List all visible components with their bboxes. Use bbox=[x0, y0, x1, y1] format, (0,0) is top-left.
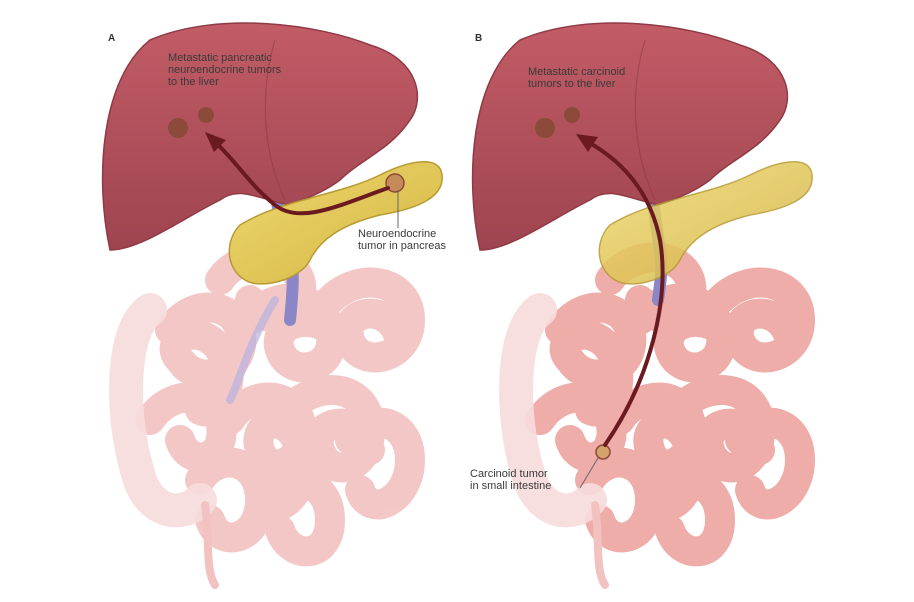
colon-a bbox=[109, 293, 217, 528]
small-intestine-b bbox=[525, 242, 815, 567]
pancreas-a bbox=[228, 161, 443, 285]
primary-tumor-label-a: Neuroendocrine tumor in pancreas bbox=[358, 228, 447, 252]
metastasis-arrow-a bbox=[213, 140, 390, 216]
colon-b bbox=[499, 293, 607, 528]
intestine-tumor-b bbox=[595, 444, 611, 460]
arrowhead-b bbox=[576, 134, 598, 152]
liver-a bbox=[101, 22, 419, 251]
pancreas-tumor-a bbox=[385, 173, 405, 193]
panel-letter-b: B bbox=[475, 33, 483, 44]
liver-b bbox=[471, 22, 789, 251]
appendix-b bbox=[591, 501, 609, 589]
panel-a bbox=[101, 22, 443, 589]
primary-tumor-label-b: Carcinoid tumor in small intestine bbox=[470, 468, 552, 492]
pancreas-b bbox=[598, 161, 813, 285]
panel-b bbox=[471, 22, 815, 589]
liver-metastasis-label-b: Metastatic carcinoid tumors to the liver bbox=[528, 66, 626, 90]
liver-lobe-line-b bbox=[634, 39, 656, 201]
leader-line-b bbox=[579, 457, 599, 489]
liver-lobe-line-a bbox=[264, 39, 286, 201]
liver-tumor-b2 bbox=[564, 107, 580, 123]
liver-tumor-a1 bbox=[168, 118, 188, 138]
arrowhead-a bbox=[205, 132, 226, 152]
liver-metastasis-label-a: Metastatic pancreatic neuroendocrine tum… bbox=[168, 52, 282, 88]
liver-tumor-b1 bbox=[535, 118, 555, 138]
panel-letter-a: A bbox=[108, 33, 116, 44]
liver-tumor-a2 bbox=[198, 107, 214, 123]
vessel-branch-a bbox=[226, 296, 279, 404]
appendix-a bbox=[201, 501, 219, 589]
metastasis-arrow-b bbox=[586, 140, 665, 447]
